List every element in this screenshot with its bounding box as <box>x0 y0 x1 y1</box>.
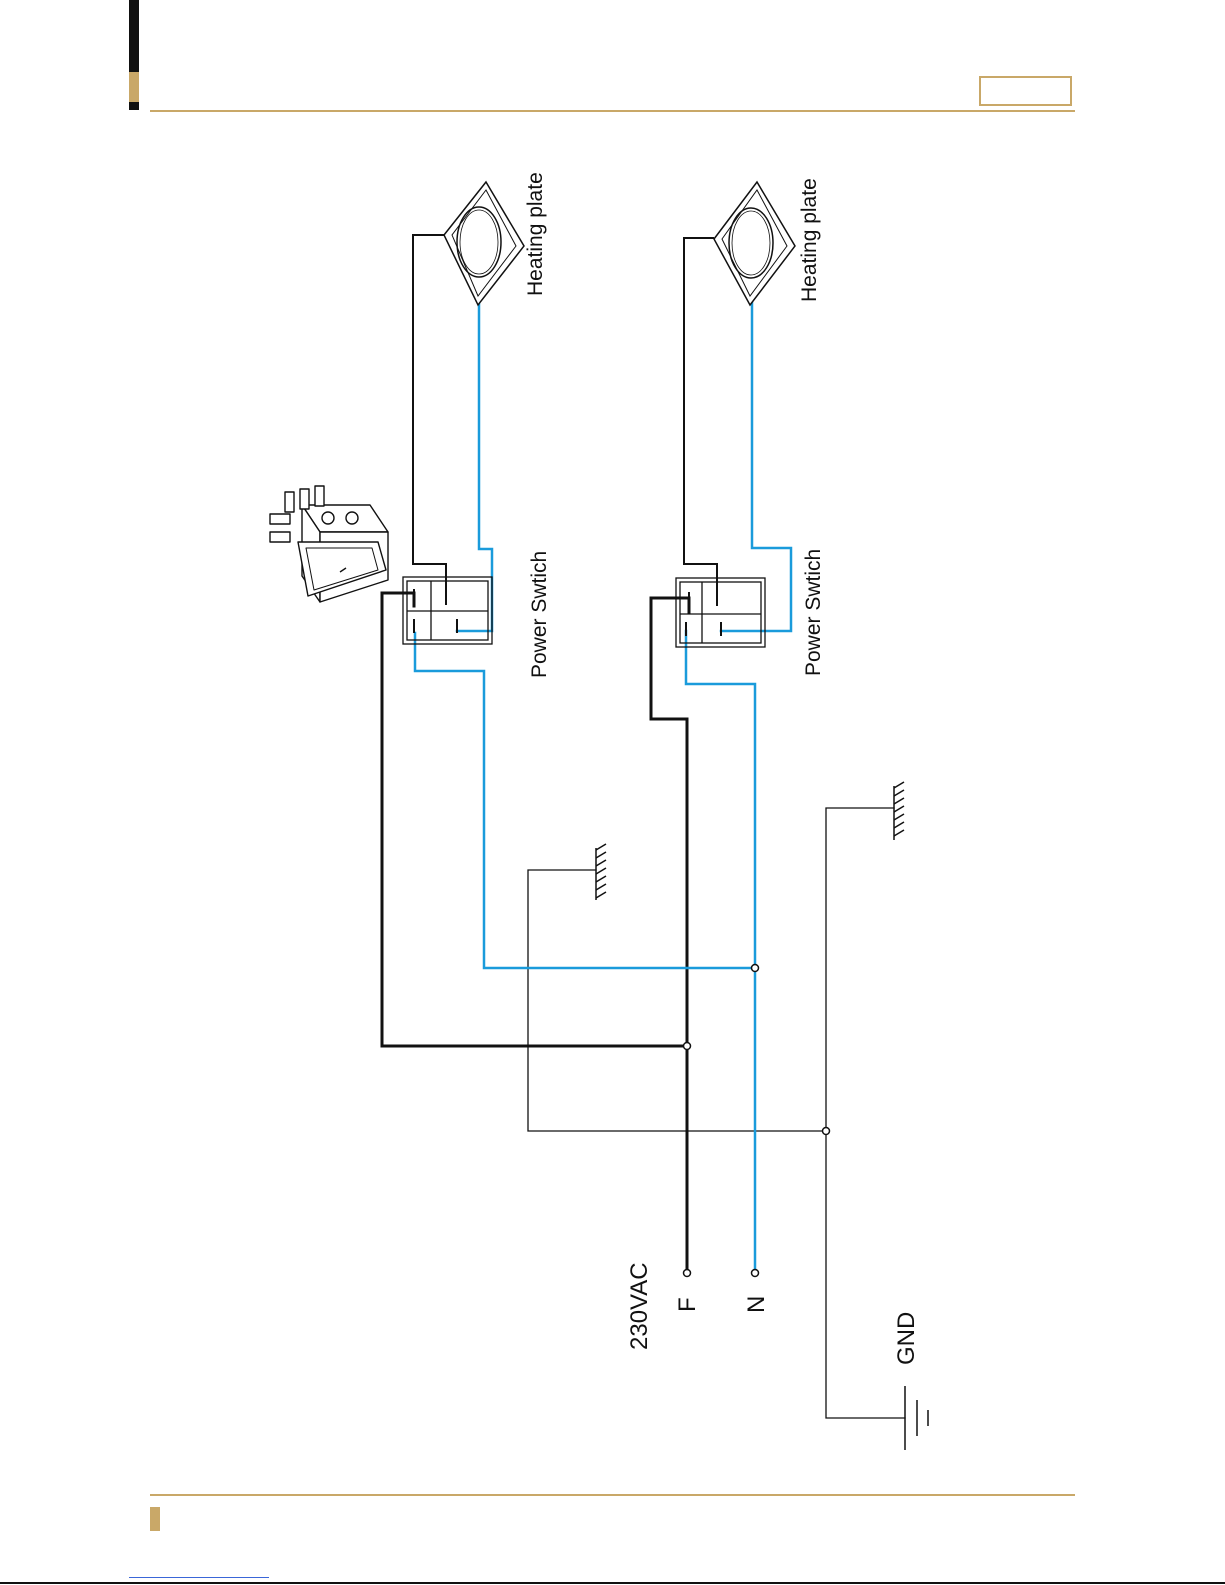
neutral-terminal-label: N <box>743 1296 770 1313</box>
supply-voltage-label: 230VAC <box>626 1262 653 1350</box>
ground-wire-left <box>528 870 826 1131</box>
chassis-ground-symbol-1 <box>596 844 606 900</box>
earth-ground-symbol <box>905 1386 928 1450</box>
heating-plate-1 <box>444 182 524 305</box>
terminal-f <box>684 1270 691 1277</box>
power-switch-block-1 <box>403 577 492 644</box>
ground-label: GND <box>893 1312 920 1365</box>
junction-phase <box>684 1043 691 1050</box>
junction-neutral <box>752 965 759 972</box>
heating-plate-1-label: Heating plate <box>524 172 547 296</box>
phase-terminal-label: F <box>674 1297 701 1312</box>
power-switch-1-label: Power Swtich <box>528 551 551 678</box>
ground-wire-main <box>826 1131 905 1418</box>
neutral-trunk <box>686 631 755 1273</box>
junctions <box>684 965 830 1277</box>
neutral-wires <box>415 298 791 1273</box>
chassis-ground-symbol-2 <box>894 782 904 840</box>
heating-plate-2-label: Heating plate <box>798 178 821 302</box>
terminal-n <box>752 1270 759 1277</box>
junction-ground <box>823 1128 830 1135</box>
plate-2-phase-wire <box>684 238 717 603</box>
ground-wire-right <box>826 808 894 1131</box>
rocker-switch-illustration <box>270 486 388 602</box>
power-switch-2-label: Power Swtich <box>802 549 825 676</box>
phase-wires <box>382 235 905 1418</box>
heating-plate-2 <box>714 182 795 305</box>
phase-trunk <box>651 598 689 1273</box>
plate-1-phase-wire <box>413 235 447 604</box>
